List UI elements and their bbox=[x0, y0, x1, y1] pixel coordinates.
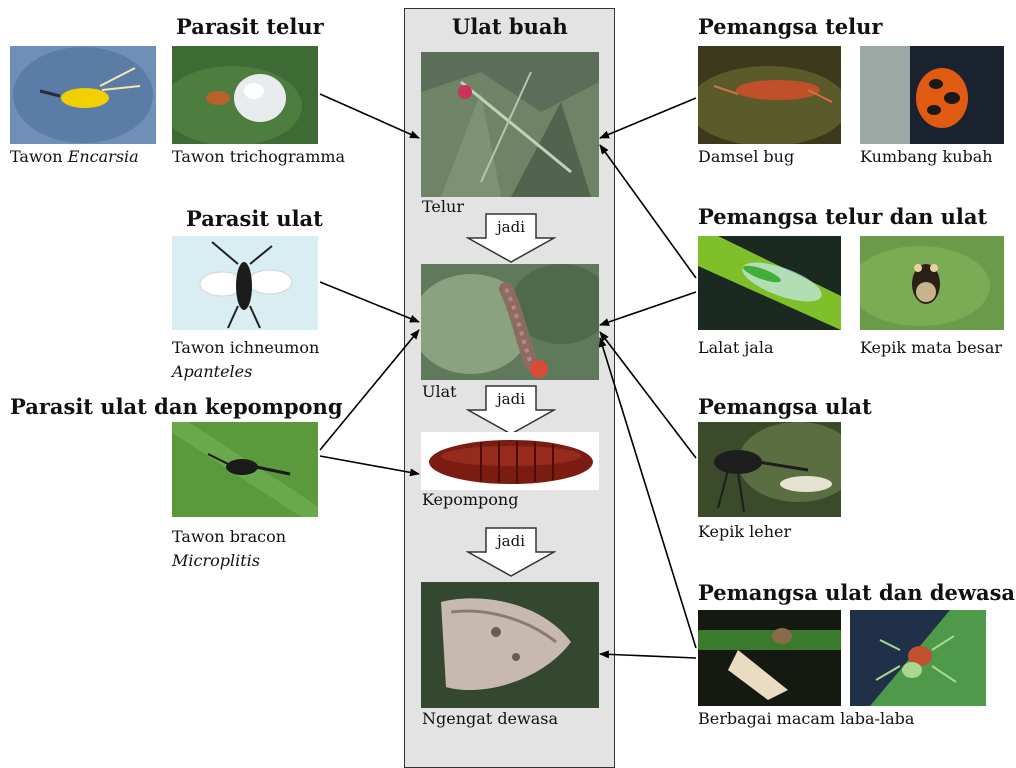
laba-laba-caption: Berbagai macam laba-laba bbox=[698, 708, 914, 730]
microplitis-caption: Microplitis bbox=[172, 550, 260, 572]
larva-photo bbox=[421, 264, 599, 380]
kepik-mata-besar-photo bbox=[860, 236, 1004, 330]
trichogramma-caption: Tawon trichogramma bbox=[172, 146, 345, 168]
stage-label-pupa: Kepompong bbox=[422, 489, 518, 511]
jadi-arrow: jadi bbox=[466, 213, 556, 263]
trichogramma-photo bbox=[172, 46, 318, 144]
kumbang-kubah-photo bbox=[860, 46, 1004, 144]
apanteles-caption: Apanteles bbox=[172, 361, 252, 383]
bracon-caption: Tawon bracon bbox=[172, 526, 286, 548]
damsel-bug-caption: Damsel bug bbox=[698, 146, 794, 168]
stage-label-larva: Ulat bbox=[422, 381, 457, 403]
spider-photo-1 bbox=[698, 610, 841, 706]
stage-label-egg: Telur bbox=[422, 196, 464, 218]
heading-parasit-ulat-kepompong: Parasit ulat dan kepompong bbox=[10, 394, 343, 419]
moth-photo bbox=[421, 582, 599, 708]
stage-label-adult: Ngengat dewasa bbox=[422, 708, 558, 730]
encarsia-photo bbox=[10, 46, 156, 144]
heading-pemangsa-telur: Pemangsa telur bbox=[698, 14, 882, 39]
ichneumon-photo bbox=[172, 236, 318, 330]
jadi-arrow: jadi bbox=[466, 527, 556, 577]
heading-pemangsa-ulat: Pemangsa ulat bbox=[698, 394, 872, 419]
heading-parasit-ulat: Parasit ulat bbox=[186, 206, 323, 231]
kepik-leher-caption: Kepik leher bbox=[698, 521, 791, 543]
bracon-photo bbox=[172, 422, 318, 517]
pupa-photo bbox=[421, 432, 599, 490]
kepik-mata-besar-caption: Kepik mata besar bbox=[860, 337, 1002, 359]
kumbang-kubah-caption: Kumbang kubah bbox=[860, 146, 993, 168]
lalat-jala-caption: Lalat jala bbox=[698, 337, 774, 359]
heading-pemangsa-telur-ulat: Pemangsa telur dan ulat bbox=[698, 204, 987, 229]
jadi-label: jadi bbox=[466, 532, 556, 550]
jadi-arrow: jadi bbox=[466, 385, 556, 435]
jadi-label: jadi bbox=[466, 390, 556, 408]
heading-pemangsa-ulat-dewasa: Pemangsa ulat dan dewasa bbox=[698, 580, 1015, 605]
egg-photo bbox=[421, 52, 599, 197]
damsel-bug-photo bbox=[698, 46, 841, 144]
ichneumon-caption: Tawon ichneumon bbox=[172, 337, 319, 359]
spider-photo-2 bbox=[850, 610, 986, 706]
kepik-leher-photo bbox=[698, 422, 841, 517]
lalat-jala-photo bbox=[698, 236, 841, 330]
encarsia-caption: Tawon Encarsia bbox=[10, 146, 139, 168]
jadi-label: jadi bbox=[466, 218, 556, 236]
center-title: Ulat buah bbox=[452, 14, 568, 39]
heading-parasit-telur: Parasit telur bbox=[176, 14, 324, 39]
